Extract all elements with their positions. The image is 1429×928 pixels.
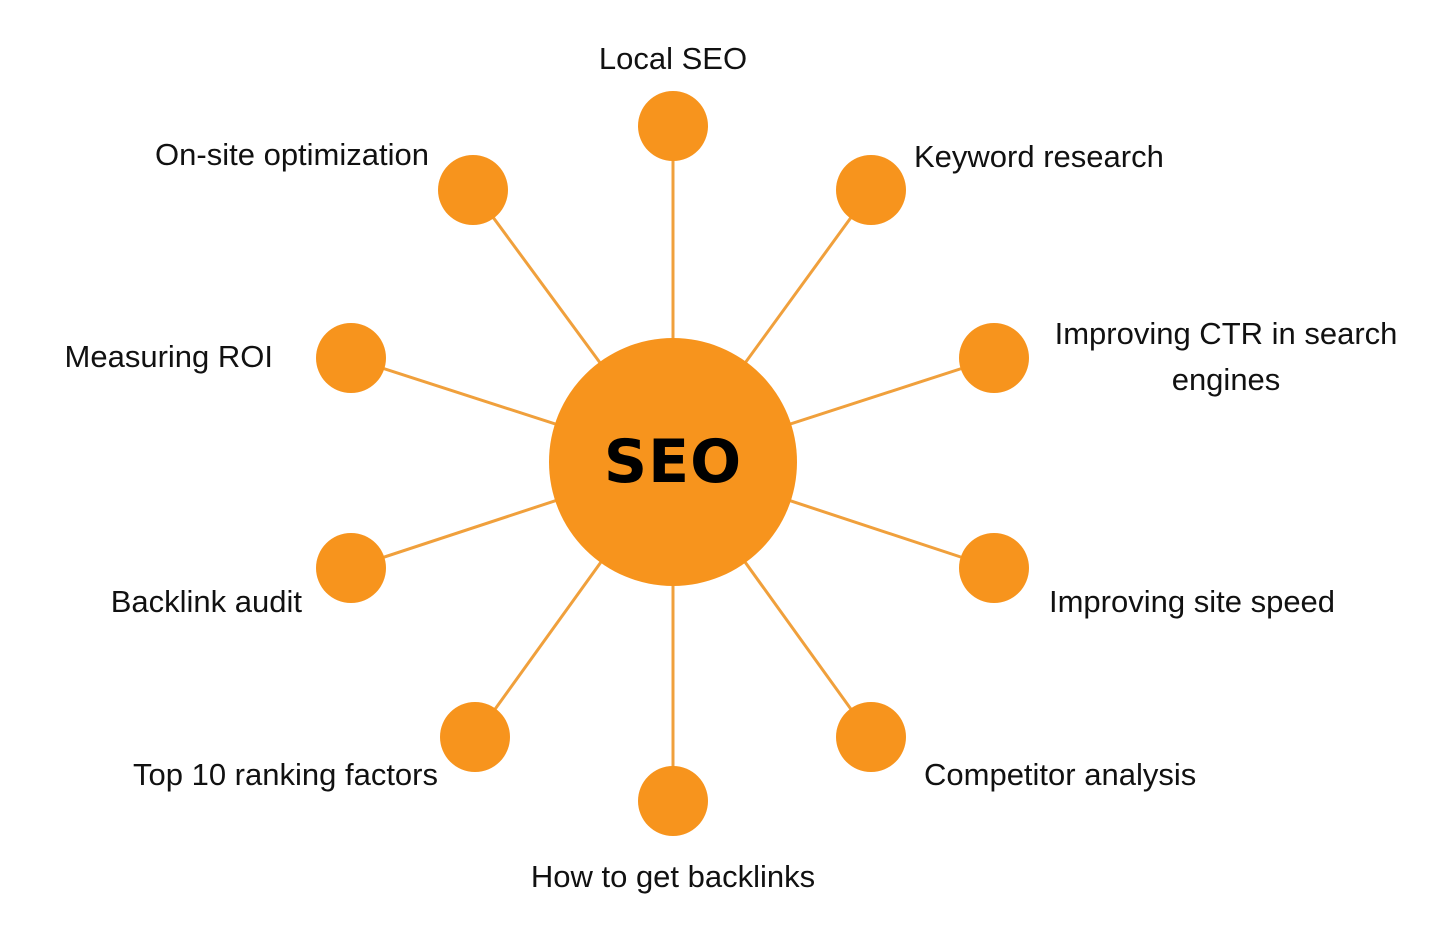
label-improving-ctr-line-1: Improving CTR in search bbox=[1054, 316, 1398, 351]
satellite-nodes bbox=[316, 91, 1029, 836]
node-how-to-get-backlinks bbox=[638, 766, 708, 836]
label-on-site-optimization: On-site optimization bbox=[155, 137, 429, 172]
label-improving-ctr-line-2: engines bbox=[1171, 362, 1281, 397]
node-competitor-analysis bbox=[836, 702, 906, 772]
node-top-10-ranking-factors bbox=[440, 702, 510, 772]
hub-circle bbox=[549, 338, 797, 586]
label-improving-site-speed: Improving site speed bbox=[1049, 584, 1336, 619]
node-backlink-audit bbox=[316, 533, 386, 603]
node-local-seo bbox=[638, 91, 708, 161]
label-backlink-audit: Backlink audit bbox=[110, 584, 302, 619]
label-top-10-ranking-factors: Top 10 ranking factors bbox=[132, 757, 438, 792]
label-keyword-research: Keyword research bbox=[914, 139, 1164, 174]
node-improving-ctr bbox=[959, 323, 1029, 393]
label-how-to-get-backlinks: How to get backlinks bbox=[530, 859, 816, 894]
label-measuring-roi: Measuring ROI bbox=[64, 339, 273, 374]
label-improving-ctr: Improving CTR in search engines bbox=[1030, 311, 1422, 403]
label-competitor-analysis: Competitor analysis bbox=[924, 757, 1197, 792]
node-on-site-optimization bbox=[438, 155, 508, 225]
label-local-seo: Local SEO bbox=[598, 41, 748, 76]
node-measuring-roi bbox=[316, 323, 386, 393]
node-improving-site-speed bbox=[959, 533, 1029, 603]
hub-label: SEO bbox=[603, 427, 743, 497]
node-keyword-research bbox=[836, 155, 906, 225]
